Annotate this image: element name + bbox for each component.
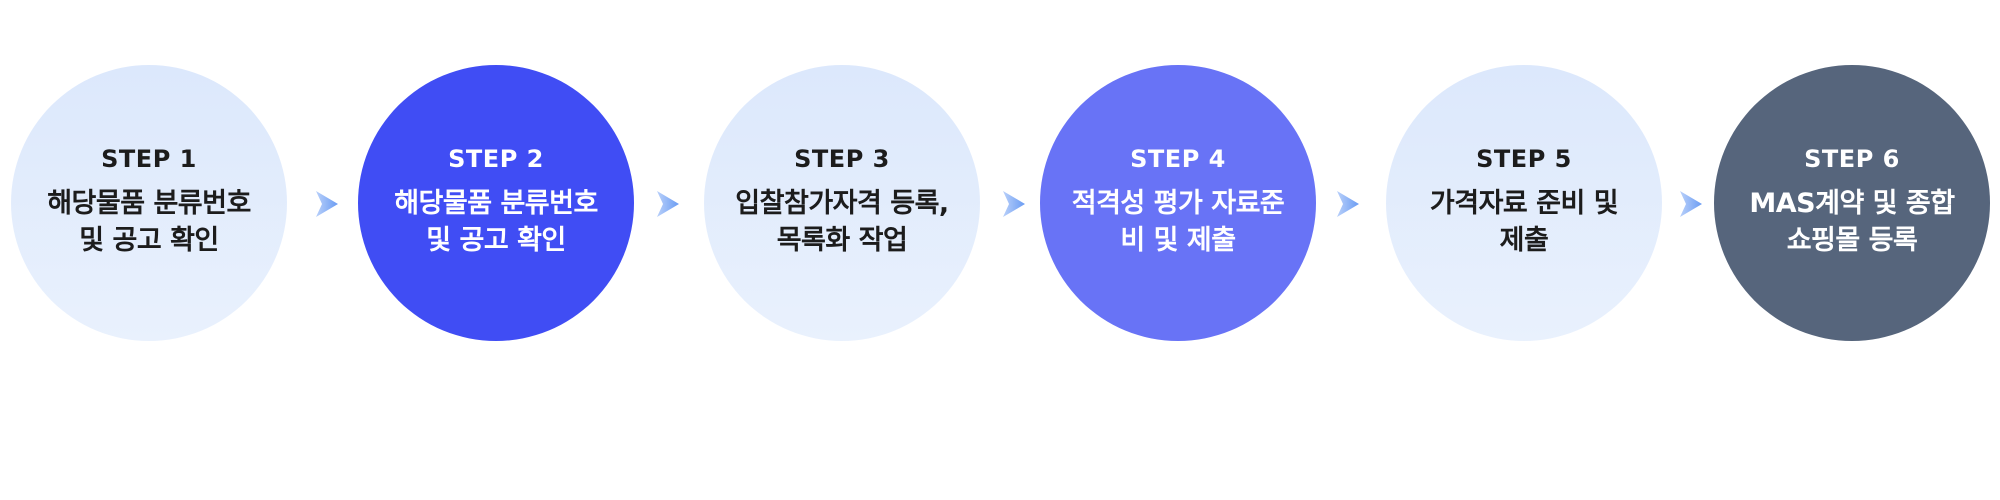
step-1-title-line-1: 해당물품 분류번호 [47, 187, 251, 219]
step-3-circle: STEP 3 입찰참가자격 등록, 목록화 작업 [704, 65, 980, 341]
step-4-title-line-2: 비 및 제출 [1120, 225, 1236, 256]
step-5-title-line-1: 가격자료 준비 및 [1429, 187, 1619, 219]
step-5-title: 가격자료 준비 및 제출 [1429, 185, 1619, 260]
step-6-label: STEP 6 [1804, 144, 1900, 173]
step-6-title: MAS계약 및 종합 쇼핑몰 등록 [1749, 185, 1955, 260]
step-2-title-line-1: 해당물품 분류번호 [394, 187, 598, 219]
step-1-title-line-2: 및 공고 확인 [79, 225, 219, 256]
chevron-right-icon [316, 191, 338, 217]
step-4-title: 적격성 평가 자료준 비 및 제출 [1072, 185, 1285, 260]
chevron-right-icon [1337, 191, 1359, 217]
step-3-title-line-1: 입찰참가자격 등록, [735, 187, 949, 219]
step-4-circle: STEP 4 적격성 평가 자료준 비 및 제출 [1040, 65, 1316, 341]
step-5-title-line-2: 제출 [1499, 225, 1549, 256]
step-3-title: 입찰참가자격 등록, 목록화 작업 [735, 185, 949, 260]
step-4-label: STEP 4 [1130, 144, 1226, 173]
step-2-title-line-2: 및 공고 확인 [426, 225, 566, 256]
step-4-title-line-1: 적격성 평가 자료준 [1071, 187, 1285, 219]
step-2-title: 해당물품 분류번호 및 공고 확인 [394, 185, 598, 260]
step-2-circle: STEP 2 해당물품 분류번호 및 공고 확인 [358, 65, 634, 341]
chevron-right-icon [1003, 191, 1025, 217]
step-1-title: 해당물품 분류번호 및 공고 확인 [47, 185, 251, 260]
step-6-circle: STEP 6 MAS계약 및 종합 쇼핑몰 등록 [1714, 65, 1990, 341]
step-2-label: STEP 2 [448, 144, 544, 173]
step-3-label: STEP 3 [794, 144, 890, 173]
step-5-label: STEP 5 [1476, 144, 1572, 173]
step-1-label: STEP 1 [101, 144, 197, 173]
step-6-title-line-1: MAS계약 및 종합 [1749, 187, 1955, 219]
step-6-title-line-2: 쇼핑몰 등록 [1786, 225, 1918, 256]
chevron-right-icon [1680, 191, 1702, 217]
step-3-title-line-2: 목록화 작업 [776, 225, 908, 256]
step-1-circle: STEP 1 해당물품 분류번호 및 공고 확인 [11, 65, 287, 341]
step-5-circle: STEP 5 가격자료 준비 및 제출 [1386, 65, 1662, 341]
chevron-right-icon [657, 191, 679, 217]
